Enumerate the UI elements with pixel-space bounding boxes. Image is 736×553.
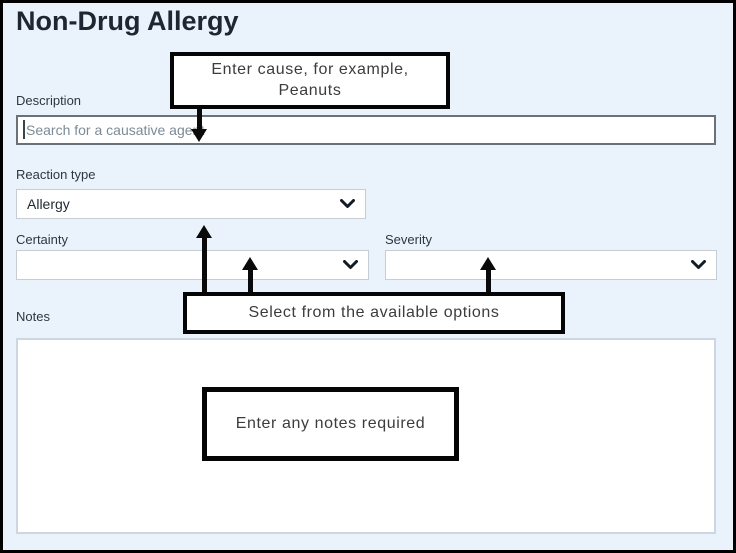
- page-title: Non-Drug Allergy: [16, 6, 239, 36]
- description-search-input[interactable]: [16, 115, 716, 145]
- description-label: Description: [16, 93, 82, 108]
- notes-callout: Enter any notes required: [202, 387, 459, 461]
- chevron-down-icon: [340, 199, 355, 208]
- severity-label: Severity: [385, 232, 432, 247]
- description-callout: Enter cause, for example, Peanuts: [170, 52, 450, 109]
- description-callout-line1: Enter cause, for example,: [211, 60, 409, 78]
- certainty-label: Certainty: [16, 232, 69, 247]
- down-arrow-stem: [197, 106, 202, 130]
- reaction-type-select[interactable]: Allergy: [16, 189, 366, 219]
- up-arrow-stem: [202, 237, 207, 295]
- up-arrow-icon: [196, 225, 212, 238]
- severity-select[interactable]: [385, 250, 717, 280]
- down-arrow-icon: [191, 129, 207, 142]
- up-arrow-icon: [480, 257, 496, 270]
- notes-callout-text: Enter any notes required: [235, 414, 426, 432]
- text-caret: [23, 120, 25, 139]
- chevron-down-icon: [691, 260, 706, 269]
- description-callout-line2: Peanuts: [278, 81, 342, 99]
- reaction-type-label: Reaction type: [16, 167, 96, 182]
- chevron-down-icon: [343, 260, 358, 269]
- up-arrow-icon: [242, 257, 258, 270]
- options-callout: Select from the available options: [183, 292, 565, 334]
- up-arrow-stem: [486, 269, 491, 295]
- options-callout-text: Select from the available options: [248, 303, 500, 321]
- reaction-type-value: Allergy: [27, 196, 70, 212]
- notes-label: Notes: [16, 309, 50, 324]
- certainty-select[interactable]: [16, 250, 369, 280]
- up-arrow-stem: [248, 269, 253, 295]
